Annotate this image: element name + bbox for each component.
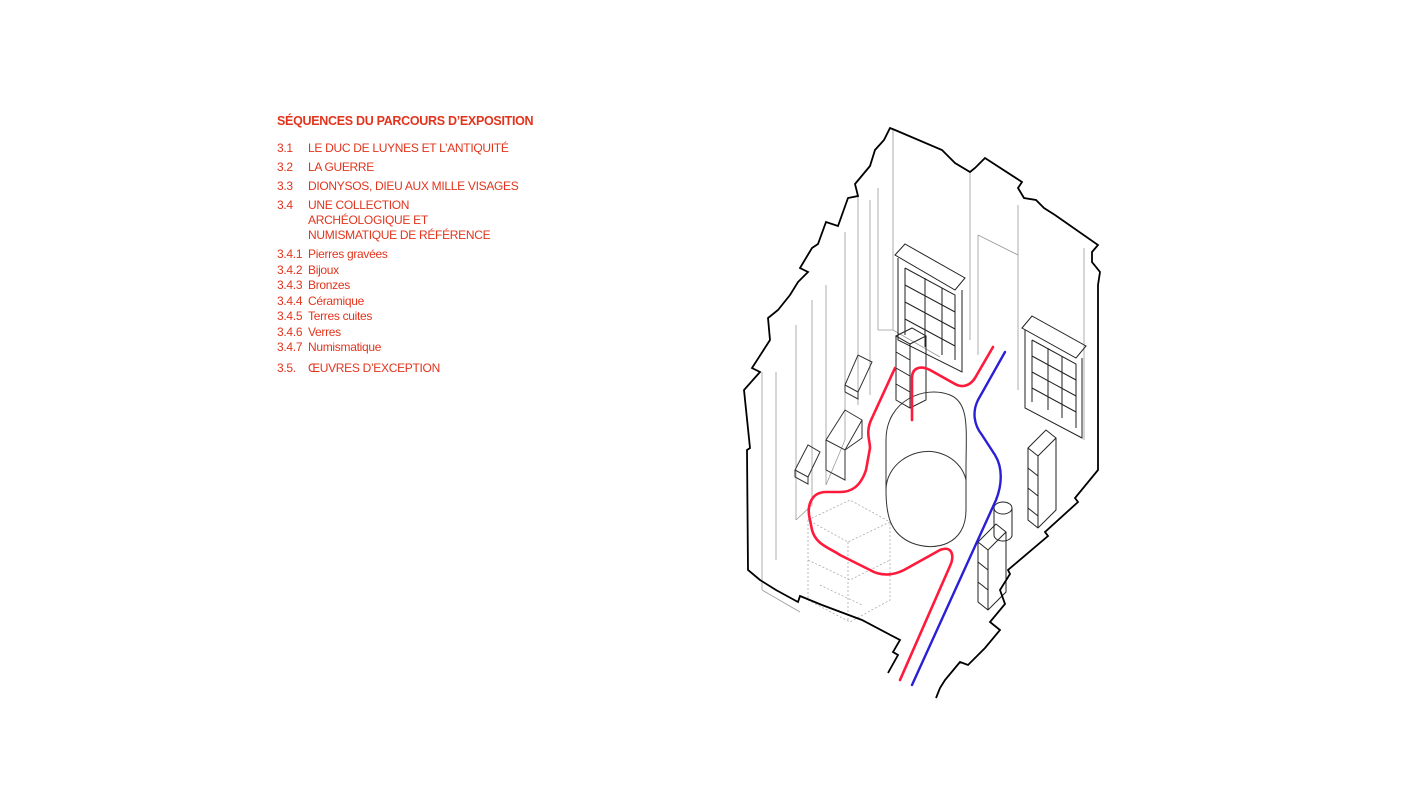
legend-label: LA GUERRE: [308, 160, 374, 174]
legend-number: 3.2: [277, 160, 293, 174]
display-tables: [794, 354, 873, 485]
blue-route: [910, 350, 1007, 687]
visitor-routes: [807, 345, 1007, 687]
legend-item-3-4-6: 3.4.6 Verres: [277, 325, 617, 340]
legend-item-3-2: 3.2 LA GUERRE: [277, 160, 617, 175]
legend-number: 3.4.7: [277, 340, 303, 354]
red-route: [807, 345, 995, 682]
legend-number: 3.4.6: [277, 324, 303, 339]
legend-number: 3.4.2: [277, 262, 303, 277]
sequence-legend: SÉQUENCES DU PARCOURS D’EXPOSITION 3.1 L…: [277, 114, 617, 376]
legend-number: 3.5.: [277, 361, 296, 375]
legend-number: 3.4.5: [277, 309, 303, 323]
legend-item-3-4-7: 3.4.7 Numismatique: [277, 340, 617, 355]
legend-number: 3.4.1: [277, 247, 303, 261]
legend-item-3-3: 3.3 DIONYSOS, DIEU AUX MILLE VISAGES: [277, 179, 617, 194]
legend-number: 3.4.3: [277, 278, 303, 292]
legend-item-3-4-1: 3.4.1 Pierres gravées: [277, 247, 617, 262]
legend-item-3-5: 3.5. ŒUVRES D’EXCEPTION: [277, 361, 617, 376]
legend-item-3-4-5: 3.4.5 Terres cuites: [277, 309, 617, 324]
legend-item-3-4-4: 3.4.4 Céramique: [277, 294, 617, 309]
vitrines: [894, 243, 1087, 611]
legend-label: ŒUVRES D’EXCEPTION: [308, 361, 440, 375]
legend-item-3-4-2: 3.4.2 Bijoux: [277, 263, 617, 278]
legend-label: Terres cuites: [308, 309, 373, 323]
legend-number: 3.3: [277, 179, 293, 193]
building-outline: [743, 126, 1101, 699]
round-pedestal: [993, 501, 1013, 542]
central-oval-showcase: [885, 391, 967, 547]
legend-label: Numismatique: [308, 340, 382, 354]
legend-label: Pierres gravées: [308, 247, 388, 261]
interior-walls: [761, 128, 1085, 613]
legend-item-3-4-3: 3.4.3 Bronzes: [277, 278, 617, 293]
legend-label: Céramique: [308, 293, 364, 308]
legend-label: DIONYSOS, DIEU AUX MILLE VISAGES: [308, 179, 519, 193]
legend-number: 3.1: [277, 141, 293, 155]
dashed-display-case: [807, 499, 891, 623]
legend-label: LE DUC DE LUYNES ET L’ANTIQUITÉ: [308, 141, 509, 155]
legend-label: Bronzes: [308, 278, 350, 292]
legend-number: 3.4: [277, 198, 293, 212]
legend-label: UNE COLLECTION ARCHÉOLOGIQUE ET NUMISMAT…: [308, 198, 491, 242]
legend-item-3-4: 3.4 UNE COLLECTION ARCHÉOLOGIQUE ET NUMI…: [277, 198, 507, 243]
legend-item-3-1: 3.1 LE DUC DE LUYNES ET L’ANTIQUITÉ: [277, 141, 617, 156]
legend-title: SÉQUENCES DU PARCOURS D’EXPOSITION: [277, 114, 534, 128]
legend-label: Verres: [308, 324, 341, 339]
legend-label: Bijoux: [308, 262, 339, 277]
legend-number: 3.4.4: [277, 293, 303, 308]
